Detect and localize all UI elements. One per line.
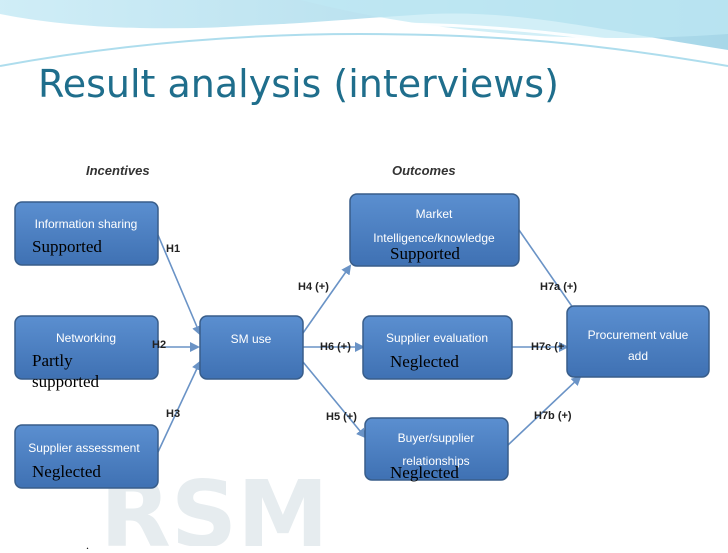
arrow-info-sharing-to-sm-use — [157, 234, 202, 336]
hypothesis-h1: H1 — [166, 243, 180, 255]
box-buyer-label-line1: Buyer/supplier — [398, 431, 475, 445]
footer-dot: . — [86, 538, 89, 552]
slide-title: Result analysis (interviews) — [38, 62, 559, 106]
result-market: Supported — [390, 244, 460, 263]
hypothesis-h5: H5 (+) — [326, 411, 357, 423]
box-market-label-line1: Market — [416, 207, 453, 221]
result-supplier-assessment: Neglected — [32, 462, 101, 481]
box-procurement-label-line1: Procurement value — [588, 328, 689, 342]
box-sm-use-label: SM use — [231, 332, 272, 346]
hypothesis-h7c: H7c (+ — [531, 341, 564, 353]
hypothesis-h2: H2 — [152, 339, 166, 351]
arrow-sm-use-to-market — [302, 264, 352, 334]
result-information-sharing: Supported — [32, 237, 102, 256]
box-networking-label: Networking — [56, 331, 116, 345]
connector-lines — [157, 229, 582, 453]
box-buyer-label-line2: relationships — [402, 454, 469, 468]
outcomes-header: Outcomes — [392, 163, 456, 178]
box-information-sharing-label: Information sharing — [35, 217, 138, 231]
result-networking: Partly supported — [32, 351, 100, 392]
result-supplier-evaluation: Neglected — [390, 352, 459, 371]
result-buyer-supplier: Neglected — [390, 463, 459, 482]
arrow-sm-use-to-buyer-supplier — [302, 361, 367, 439]
hypothesis-h4: H4 (+) — [298, 281, 329, 293]
box-supplier-assessment: Supplier assessment — [14, 424, 159, 489]
box-market-label-line2: Intelligence/knowledge — [373, 231, 495, 245]
arrow-buyer-supplier-to-procurement — [507, 375, 582, 446]
box-sm-use: SM use — [199, 315, 304, 380]
box-procurement-value-add: Procurement value add — [566, 305, 710, 378]
box-information-sharing: Information sharing — [14, 201, 159, 266]
box-procurement-label-line2: add — [628, 349, 648, 363]
arrow-supplier-assessment-to-sm-use — [157, 360, 202, 453]
box-buyer-supplier-relationships: Buyer/supplier relationships — [364, 417, 509, 481]
box-supplier-evaluation-label: Supplier evaluation — [386, 331, 488, 345]
box-supplier-assessment-label: Supplier assessment — [28, 441, 140, 455]
box-market-intelligence: Market Intelligence/knowledge — [349, 193, 520, 267]
box-supplier-evaluation: Supplier evaluation — [362, 315, 513, 380]
arrow-market-to-procurement — [518, 229, 582, 320]
box-networking: Networking — [14, 315, 159, 380]
header-wave-decoration — [0, 0, 728, 67]
incentives-header: Incentives — [86, 163, 150, 178]
hypothesis-h7b: H7b (+) — [534, 410, 572, 422]
hypothesis-h7a: H7a (+) — [540, 281, 577, 293]
hypothesis-h6: H6 (+) — [320, 341, 351, 353]
hypothesis-h3: H3 — [166, 408, 180, 420]
